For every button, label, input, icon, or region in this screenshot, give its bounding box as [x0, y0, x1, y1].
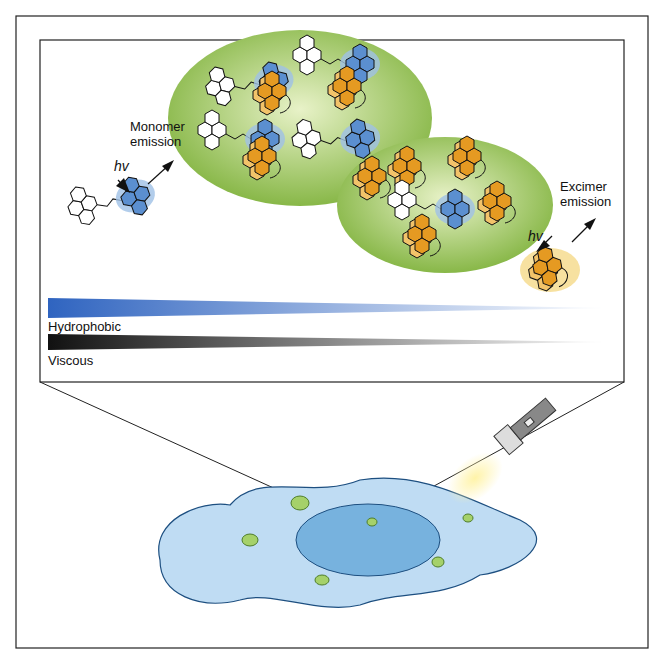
- hydrophobic-label: Hydrophobic: [48, 320, 121, 335]
- excimer-emission-label: Excimer emission: [560, 180, 630, 210]
- monomer-emission-label: Monomer emission: [130, 120, 200, 150]
- photon-symbol: hv: [528, 228, 543, 244]
- photon-symbol: hv: [114, 158, 129, 174]
- viscous-label: Viscous: [48, 354, 93, 369]
